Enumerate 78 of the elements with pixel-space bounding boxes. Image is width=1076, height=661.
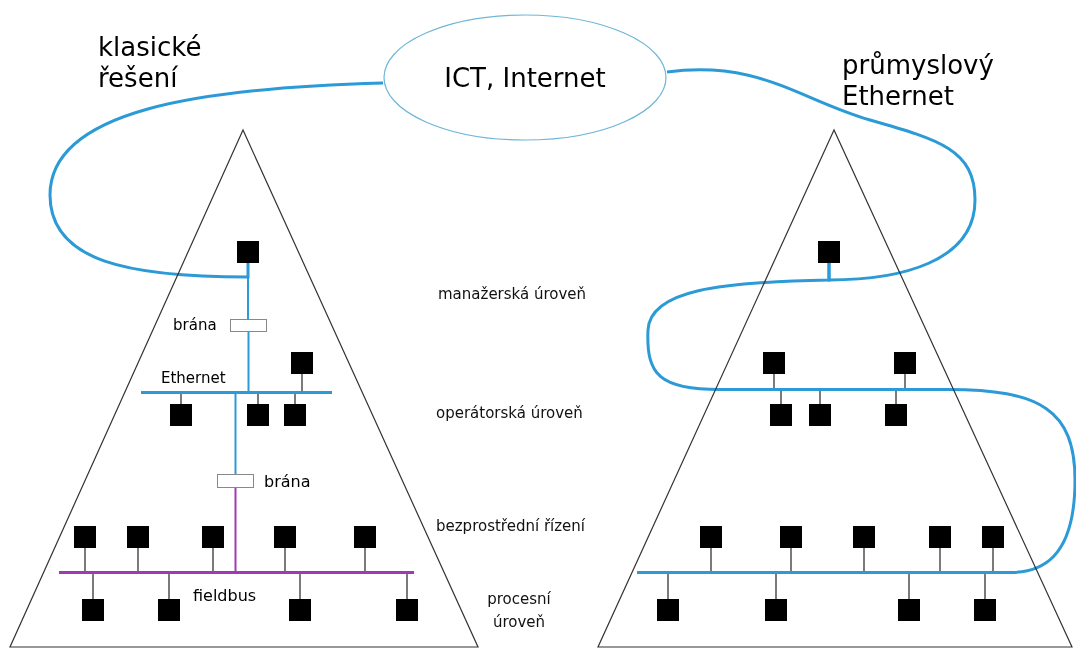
drop-line (257, 393, 259, 405)
device-square (763, 352, 785, 374)
device-square (818, 241, 840, 263)
device-square (158, 599, 180, 621)
drop-line (939, 547, 941, 572)
drop-line (137, 547, 139, 572)
drop-line (904, 373, 906, 389)
drop-line (92, 573, 94, 600)
device-square (237, 241, 259, 263)
cable-line (234, 487, 237, 572)
device-square (894, 352, 916, 374)
cable-line (646, 263, 831, 391)
bus-line (637, 571, 1010, 574)
drop-line (667, 573, 669, 600)
caption-text: Ethernet (161, 368, 226, 388)
cable-line (48, 81, 384, 279)
drop-line (992, 547, 994, 572)
drop-line (908, 573, 910, 600)
device-square (885, 404, 907, 426)
device-square (289, 599, 311, 621)
level-label: procesní úroveň (486, 589, 552, 633)
device-square (170, 404, 192, 426)
device-square (354, 526, 376, 548)
caption-text: klasické řešení (98, 32, 203, 94)
device-square (202, 526, 224, 548)
caption-text: průmyslový Ethernet (842, 50, 995, 112)
drop-line (710, 547, 712, 572)
level-label: manažerská úroveň (438, 284, 588, 305)
device-square (74, 526, 96, 548)
drop-line (775, 573, 777, 600)
device-square (780, 526, 802, 548)
cable-line (247, 331, 250, 392)
drop-line (863, 547, 865, 572)
drop-line (284, 547, 286, 572)
caption-text: brána (264, 472, 311, 492)
device-square (700, 526, 722, 548)
device-square (809, 404, 831, 426)
drop-line (168, 573, 170, 600)
drop-line (780, 390, 782, 405)
cable-line (247, 262, 249, 320)
device-square (657, 599, 679, 621)
device-square (898, 599, 920, 621)
device-square (770, 404, 792, 426)
drop-line (301, 373, 303, 392)
drop-line (790, 547, 792, 572)
device-square (82, 599, 104, 621)
cable-line (947, 388, 1076, 574)
caption-text: fieldbus (193, 586, 257, 606)
drop-line (364, 547, 366, 572)
cable-line (666, 68, 977, 282)
drop-line (212, 547, 214, 572)
ellipse-label: ICT, Internet (444, 62, 606, 93)
caption-text: brána (173, 315, 217, 335)
device-square (284, 404, 306, 426)
drop-line (984, 573, 986, 600)
drop-line (819, 390, 821, 405)
device-square (982, 526, 1004, 548)
bus-line (720, 388, 948, 391)
network-ellipse (383, 14, 667, 141)
device-square (396, 599, 418, 621)
drop-line (180, 393, 182, 405)
cable-line (234, 393, 237, 475)
device-square (127, 526, 149, 548)
level-label: bezprostřední řízení (436, 516, 586, 537)
drop-line (294, 393, 296, 405)
drop-line (406, 573, 408, 600)
drop-line (299, 573, 301, 600)
level-label: operátorská úroveň (436, 403, 584, 424)
device-square (247, 404, 269, 426)
device-square (929, 526, 951, 548)
device-square (765, 599, 787, 621)
device-square (974, 599, 996, 621)
device-square (274, 526, 296, 548)
drop-line (84, 547, 86, 572)
device-square (853, 526, 875, 548)
drop-line (773, 373, 775, 389)
drop-line (895, 390, 897, 405)
device-square (291, 352, 313, 374)
